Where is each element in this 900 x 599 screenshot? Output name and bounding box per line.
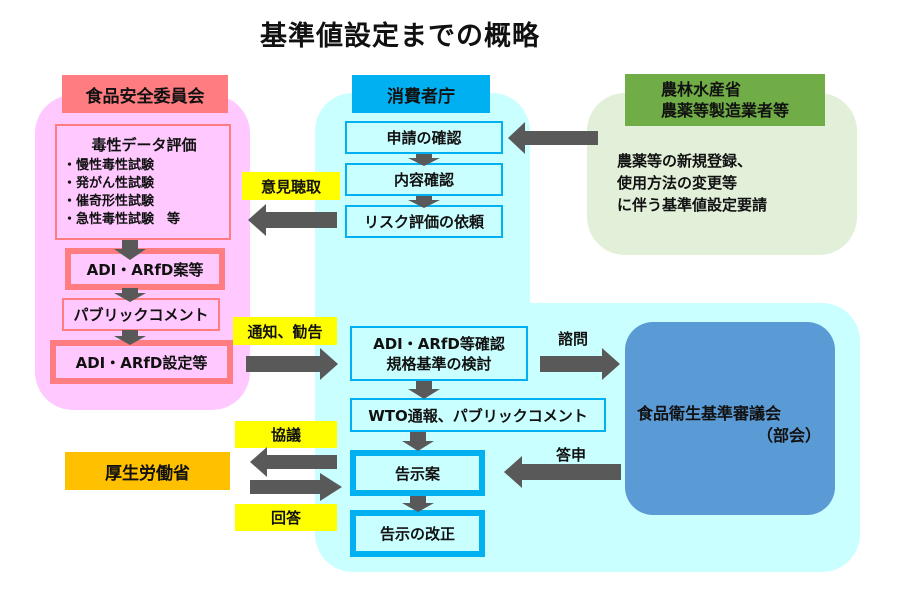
risk-assessment-request-box: リスク評価の依頼 xyxy=(345,205,503,238)
wto-notification-box: WTO通報、パブリックコメント xyxy=(350,398,606,432)
adi-check-line1: ADI・ARfD等確認 xyxy=(373,334,505,353)
adi-check-line2: 規格基準の検討 xyxy=(386,354,492,373)
council-subcommittee: （部会） xyxy=(756,426,821,445)
toxicity-test-item: ・発がん性試験 xyxy=(63,176,155,191)
food-safety-commission-header: 食品安全委員会 xyxy=(62,75,228,113)
mhlw-box: 厚生労働省 xyxy=(65,452,230,490)
discussion-label: 協議 xyxy=(235,421,337,448)
notification-label: 通知、勧告 xyxy=(233,317,337,345)
notice-revision-box: 告示の改正 xyxy=(350,510,485,557)
food-sanitation-council-box: 食品衛生基準審議会 （部会） xyxy=(625,322,835,515)
toxicity-test-item: ・急性毒性試験 等 xyxy=(63,212,181,227)
adi-check-box: ADI・ARfD等確認 規格基準の検討 xyxy=(350,326,528,381)
maff-request-line: に伴う基準値設定要請 xyxy=(617,196,768,214)
consultation-query-label: 諮問 xyxy=(558,330,589,348)
maff-header: 農林水産省 農薬等製造業者等 xyxy=(625,74,825,126)
hearing-label: 意見聴取 xyxy=(242,172,340,200)
public-comment-box: パブリックコメント xyxy=(62,298,220,331)
adi-arfd-draft-box: ADI・ARfD案等 xyxy=(65,248,225,290)
toxicity-evaluation-box: 毒性データ評価 ・慢性毒性試験 ・発がん性試験 ・催奇形性試験 ・急性毒性試験 … xyxy=(55,124,231,240)
diagram-title: 基準値設定までの概略 xyxy=(260,21,540,52)
maff-header-line2: 農薬等製造業者等 xyxy=(660,101,789,120)
council-name: 食品衛生基準審議会 xyxy=(637,404,782,423)
answer-label: 回答 xyxy=(235,504,337,531)
consumer-agency-header: 消費者庁 xyxy=(352,75,490,113)
notice-draft-box: 告示案 xyxy=(350,450,485,496)
maff-request-line: 農薬等の新規登録、 xyxy=(617,152,753,170)
toxicity-test-item: ・慢性毒性試験 xyxy=(63,158,155,173)
maff-request-line: 使用方法の変更等 xyxy=(617,174,738,192)
maff-request-text: 農薬等の新規登録、 使用方法の変更等 に伴う基準値設定要請 xyxy=(617,150,847,216)
content-check-box: 内容確認 xyxy=(345,163,503,196)
maff-header-line1: 農林水産省 xyxy=(660,80,741,99)
adi-arfd-setting-box: ADI・ARfD設定等 xyxy=(50,340,233,384)
toxicity-test-item: ・催奇形性試験 xyxy=(63,194,155,209)
toxicity-title: 毒性データ評価 xyxy=(91,136,197,154)
application-check-box: 申請の確認 xyxy=(345,121,503,154)
report-label: 答申 xyxy=(556,446,587,464)
